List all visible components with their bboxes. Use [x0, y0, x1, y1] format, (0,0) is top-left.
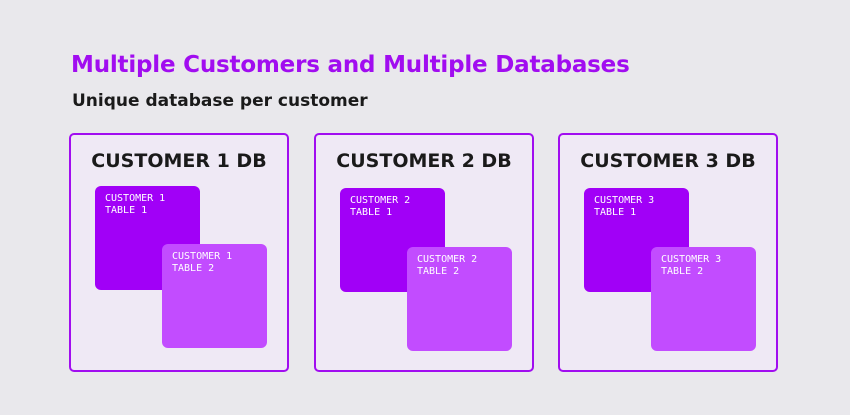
customer-1-database-box: CUSTOMER 1 DB CUSTOMER 1 TABLE 1 CUSTOME…: [69, 133, 289, 372]
database-label: CUSTOMER 3 DB: [580, 150, 756, 172]
customer-1-table-2-card: CUSTOMER 1 TABLE 2: [162, 244, 267, 348]
table-name-label: TABLE 1: [594, 207, 637, 218]
table-owner-label: CUSTOMER 3: [594, 195, 655, 206]
table-owner-label: CUSTOMER 2: [350, 195, 411, 206]
customer-3-database-box: CUSTOMER 3 DB CUSTOMER 3 TABLE 1 CUSTOME…: [558, 133, 778, 372]
table-owner-label: CUSTOMER 3: [661, 254, 722, 265]
table-name-label: TABLE 1: [350, 207, 393, 218]
database-label: CUSTOMER 2 DB: [336, 150, 512, 172]
table-owner-label: CUSTOMER 1: [172, 251, 233, 262]
customer-3-table-2-card: CUSTOMER 3 TABLE 2: [651, 247, 756, 351]
table-owner-label: CUSTOMER 1: [105, 193, 166, 204]
customer-2-table-2-card: CUSTOMER 2 TABLE 2: [407, 247, 512, 351]
customer-1-table-1-card: CUSTOMER 1 TABLE 1: [95, 186, 200, 290]
table-name-label: TABLE 2: [661, 266, 704, 277]
table-owner-label: CUSTOMER 2: [417, 254, 478, 265]
table-name-label: TABLE 1: [105, 205, 148, 216]
table-name-label: TABLE 2: [417, 266, 460, 277]
diagram-subtitle: Unique database per customer: [72, 91, 368, 111]
customer-2-database-box: CUSTOMER 2 DB CUSTOMER 2 TABLE 1 CUSTOME…: [314, 133, 534, 372]
diagram-title: Multiple Customers and Multiple Database…: [71, 52, 630, 78]
database-label: CUSTOMER 1 DB: [91, 150, 267, 172]
table-name-label: TABLE 2: [172, 263, 215, 274]
